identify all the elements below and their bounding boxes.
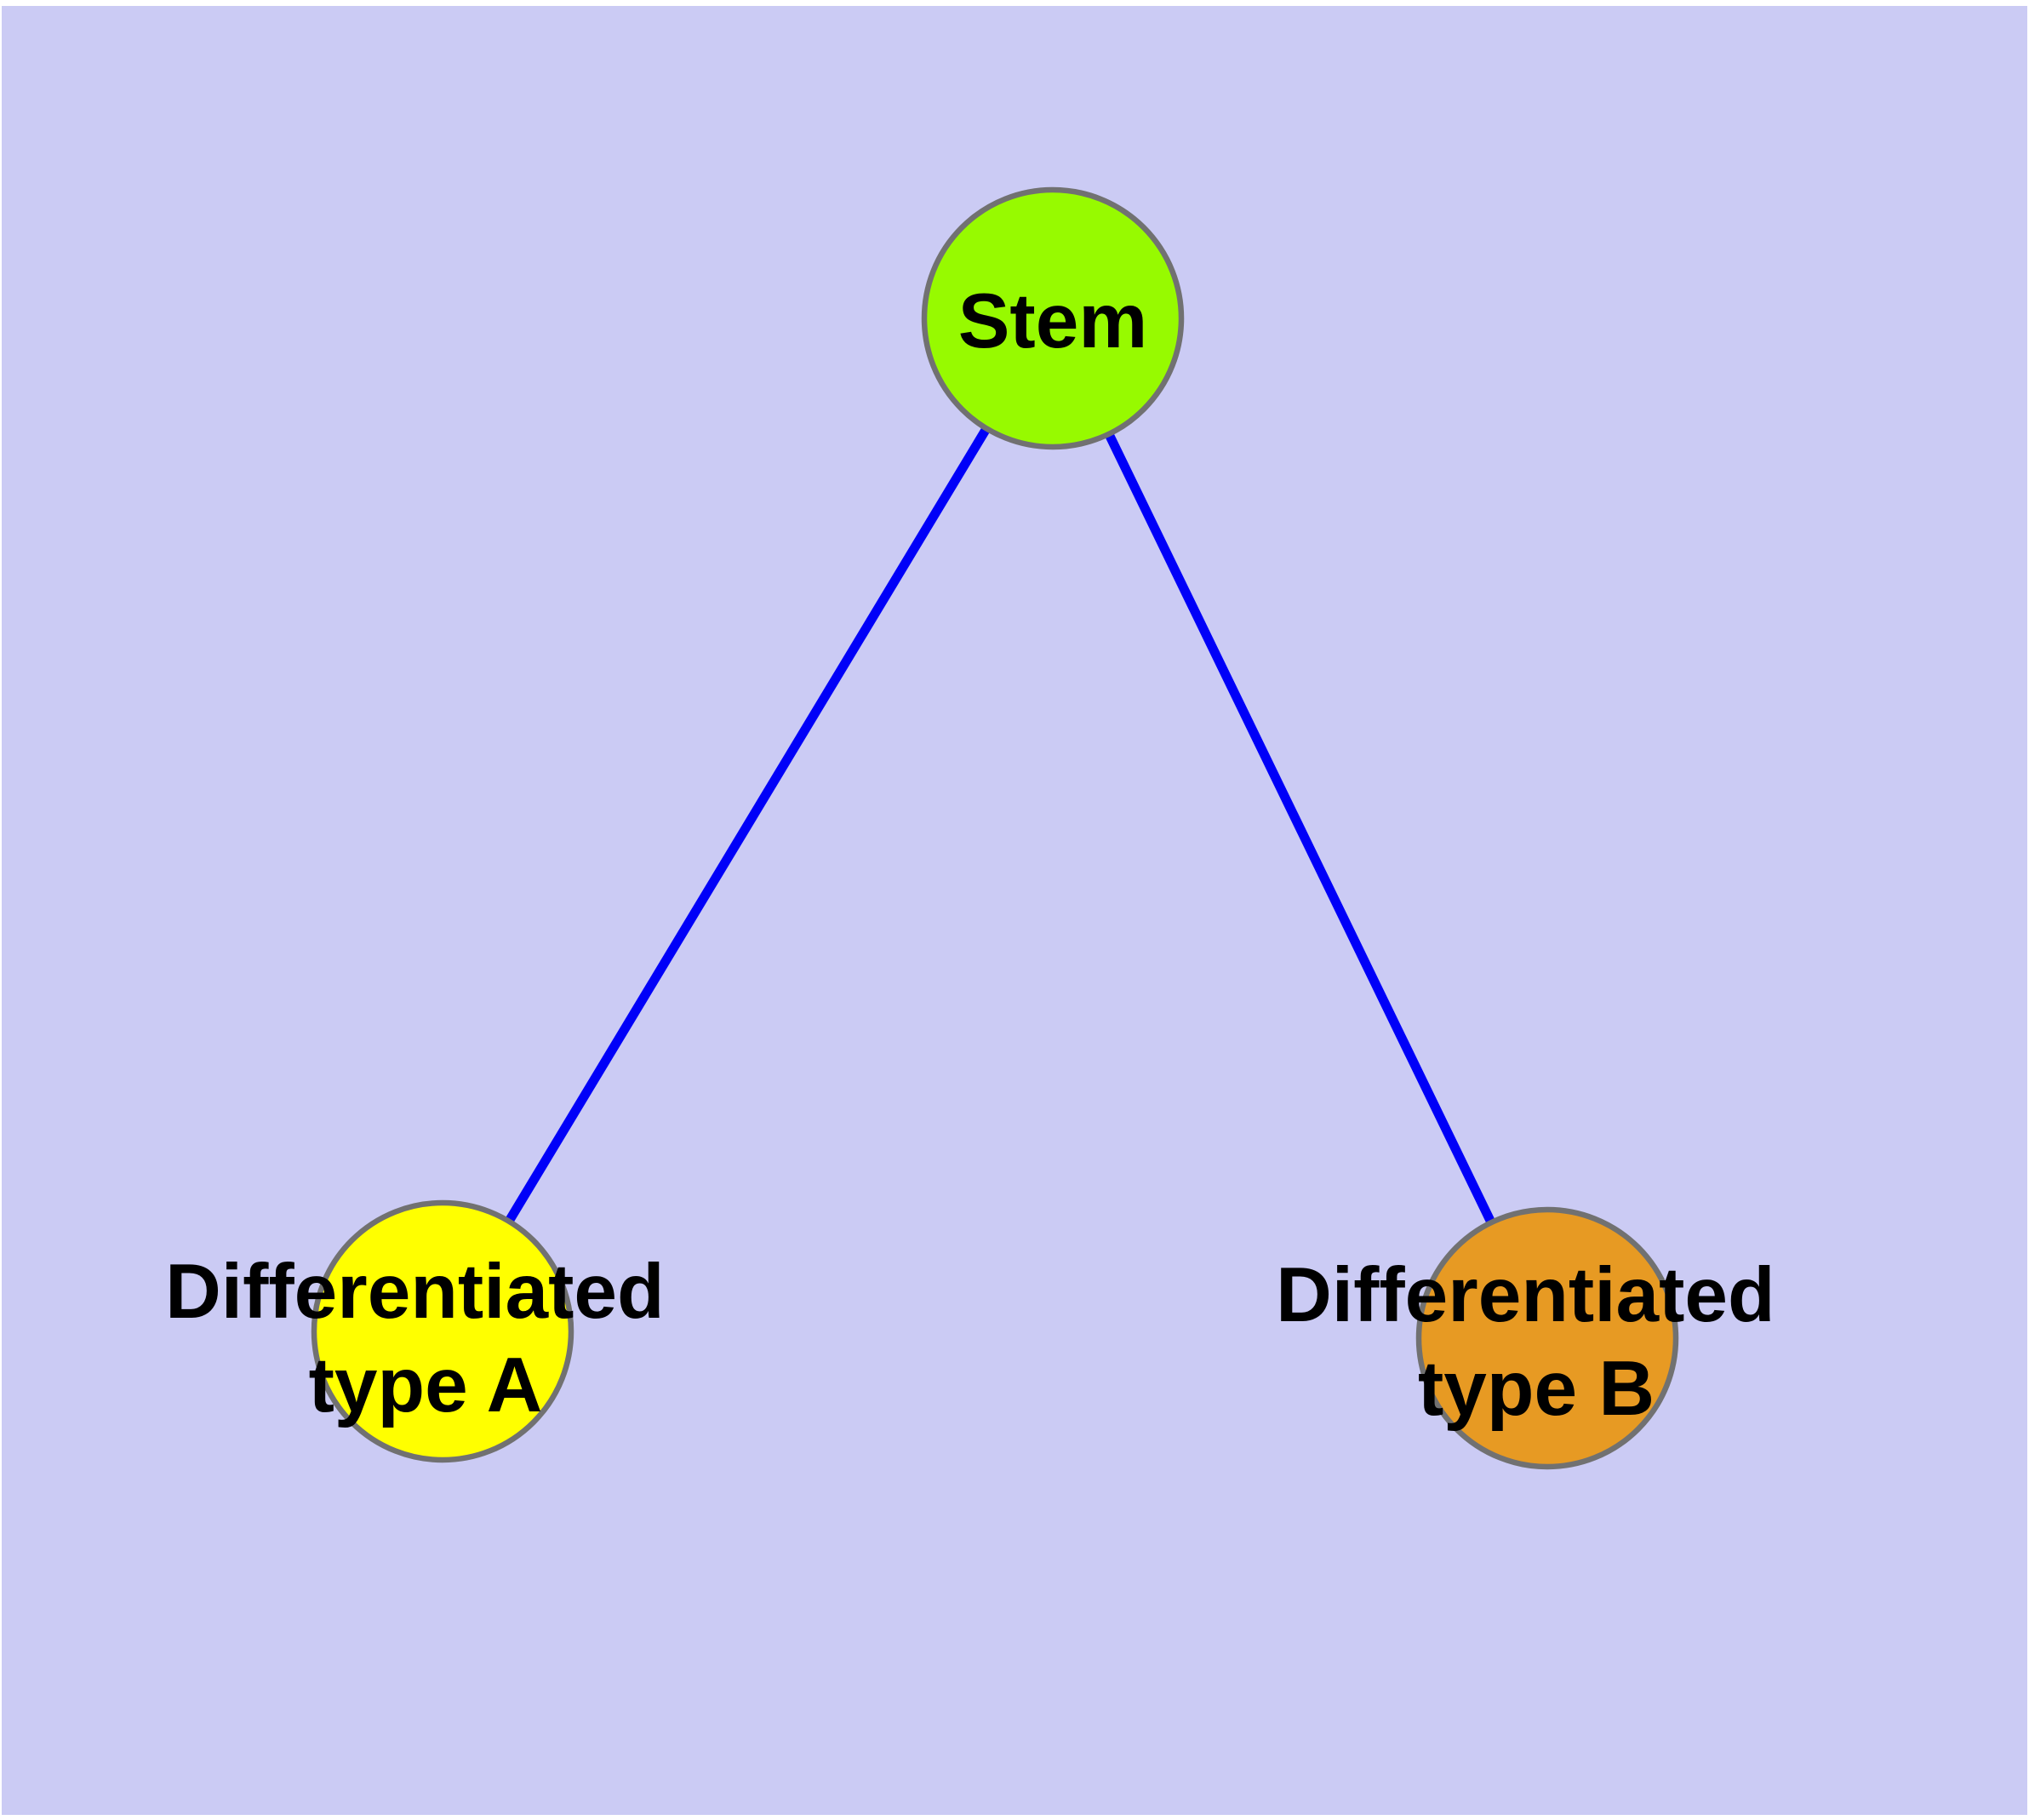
edge-stem-to-type-a	[438, 316, 1057, 1334]
node-type-a-label-line1: Differentiated	[165, 1249, 665, 1335]
node-type-b-label-line1: Differentiated	[1276, 1252, 1775, 1338]
node-type-b-label: Differentiated type B	[1276, 1252, 1797, 1432]
node-stem	[921, 186, 1185, 450]
node-type-b-label-line2: type B	[1418, 1346, 1655, 1432]
edge-stem-to-type-b	[1049, 316, 1552, 1341]
node-type-a-label-line2: type A	[309, 1342, 543, 1428]
node-type-a	[311, 1199, 574, 1463]
node-type-b	[1415, 1206, 1679, 1470]
node-type-a-label: Differentiated type A	[165, 1249, 686, 1428]
node-stem-label: Stem	[958, 278, 1148, 364]
